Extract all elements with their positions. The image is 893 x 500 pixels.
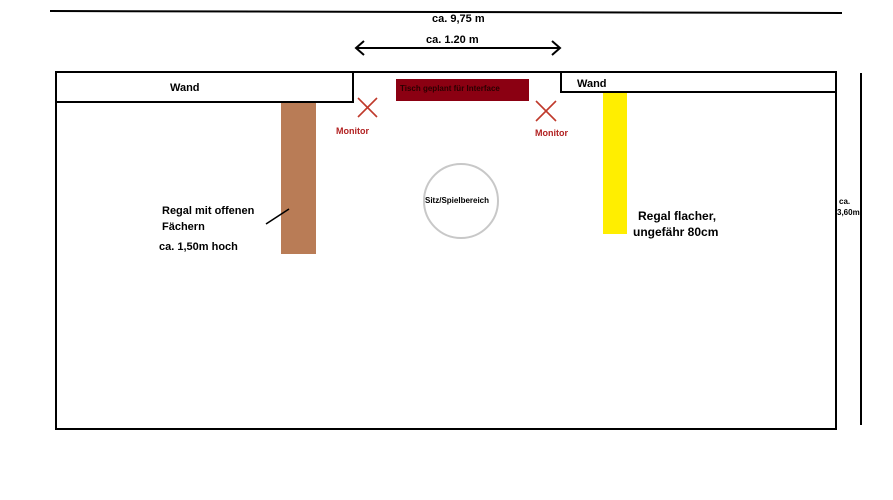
seating-area-circle	[423, 163, 499, 239]
total-width-label: ca. 9,75 m	[432, 13, 485, 25]
opening-width-label: ca. 1.20 m	[426, 34, 479, 46]
table-rect	[396, 79, 529, 101]
shelf-right-label-line1: Regal flacher,	[638, 209, 717, 223]
total-width-line	[49, 10, 843, 14]
wall-left-label: Wand	[170, 82, 200, 94]
seating-label: Sitz/Spielbereich	[425, 196, 490, 205]
monitor-right-label: Monitor	[535, 128, 568, 138]
shelf-left-pointer	[265, 208, 290, 225]
wall-left-block	[55, 71, 354, 103]
shelf-left-label-line2: Fächern	[162, 221, 205, 233]
monitor-left-label: Monitor	[336, 126, 369, 136]
shelf-left-label-line1: Regal mit offenen	[162, 205, 255, 217]
monitor-left-mark	[357, 97, 378, 118]
shelf-left	[281, 103, 316, 254]
room-outline	[55, 71, 837, 430]
shelf-right	[603, 93, 627, 234]
table-label: Tisch geplant für Interface	[400, 84, 500, 93]
wall-right-block	[560, 71, 837, 93]
shelf-left-height-label: ca. 1,50m hoch	[159, 241, 238, 253]
wall-right-label: Wand	[577, 78, 607, 90]
monitor-right-mark	[535, 100, 557, 122]
opening-width-arrow	[354, 40, 562, 56]
depth-label-line2: 3,60m	[837, 208, 860, 217]
shelf-right-label-line2: ungefähr 80cm	[633, 225, 719, 239]
depth-label-line1: ca.	[839, 197, 851, 206]
